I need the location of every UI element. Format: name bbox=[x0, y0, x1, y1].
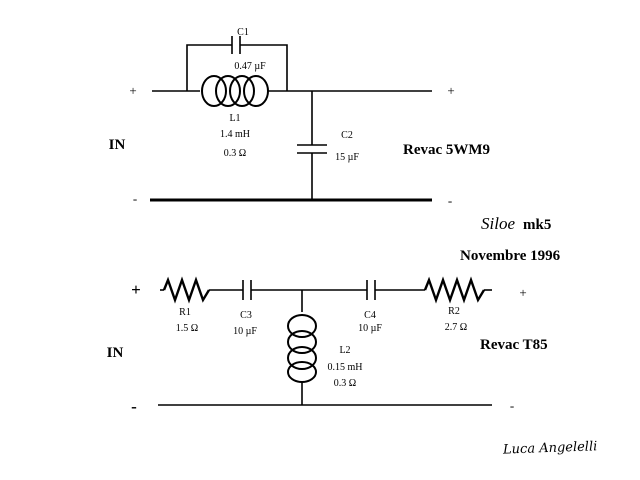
filter1-name: Revac 5WM9 bbox=[403, 142, 490, 158]
filter1-plus-in: + bbox=[129, 83, 136, 98]
filter2-plus-in: + bbox=[131, 280, 141, 299]
model-name: Siloe bbox=[481, 214, 515, 233]
model-suffix: mk5 bbox=[523, 217, 551, 233]
filter2-minus-in: - bbox=[131, 397, 137, 416]
model-title: Siloe mk5 bbox=[481, 214, 551, 233]
l2-inductor-symbol bbox=[287, 314, 317, 383]
filter2-name: Revac T85 bbox=[480, 337, 548, 353]
r1-value: 1.5 Ω bbox=[176, 323, 198, 334]
c4-value: 10 µF bbox=[358, 323, 382, 334]
filter1-circuit bbox=[150, 36, 432, 202]
filter1-minus-out: - bbox=[448, 193, 452, 208]
filter1-minus-in: - bbox=[133, 191, 137, 206]
c1-name: C1 bbox=[237, 27, 249, 38]
c1-wire-left bbox=[186, 44, 232, 91]
c2-name: C2 bbox=[341, 130, 353, 141]
date-label: Novembre 1996 bbox=[460, 248, 561, 264]
r2-name: R2 bbox=[448, 306, 460, 317]
l1-inductor-symbol bbox=[201, 75, 269, 107]
l2-value: 0.15 mH bbox=[328, 362, 363, 373]
filter2-in-label: IN bbox=[107, 345, 124, 361]
filter1-plus-out: + bbox=[447, 83, 454, 98]
c1-value: 0.47 µF bbox=[234, 61, 266, 72]
c2-value: 15 µF bbox=[335, 152, 359, 163]
filter2-minus-out: - bbox=[510, 398, 514, 413]
filter2-plus-out: + bbox=[519, 285, 526, 300]
l1-name: L1 bbox=[229, 113, 240, 124]
l1-value: 1.4 mH bbox=[220, 129, 250, 140]
c3-value: 10 µF bbox=[233, 326, 257, 337]
filter1-in-label: IN bbox=[109, 137, 126, 153]
r1-resistor-symbol bbox=[162, 276, 211, 304]
r2-resistor-symbol bbox=[423, 276, 486, 304]
r2-value: 2.7 Ω bbox=[445, 322, 467, 333]
c4-name: C4 bbox=[364, 310, 376, 321]
l1-resistance: 0.3 Ω bbox=[224, 148, 246, 159]
c1-wire-right bbox=[240, 44, 288, 91]
filter2-circuit bbox=[158, 276, 492, 406]
signature: Luca Angelelli bbox=[502, 439, 598, 457]
l2-name: L2 bbox=[339, 345, 350, 356]
l2-resistance: 0.3 Ω bbox=[334, 378, 356, 389]
c3-name: C3 bbox=[240, 310, 252, 321]
r1-name: R1 bbox=[179, 307, 191, 318]
